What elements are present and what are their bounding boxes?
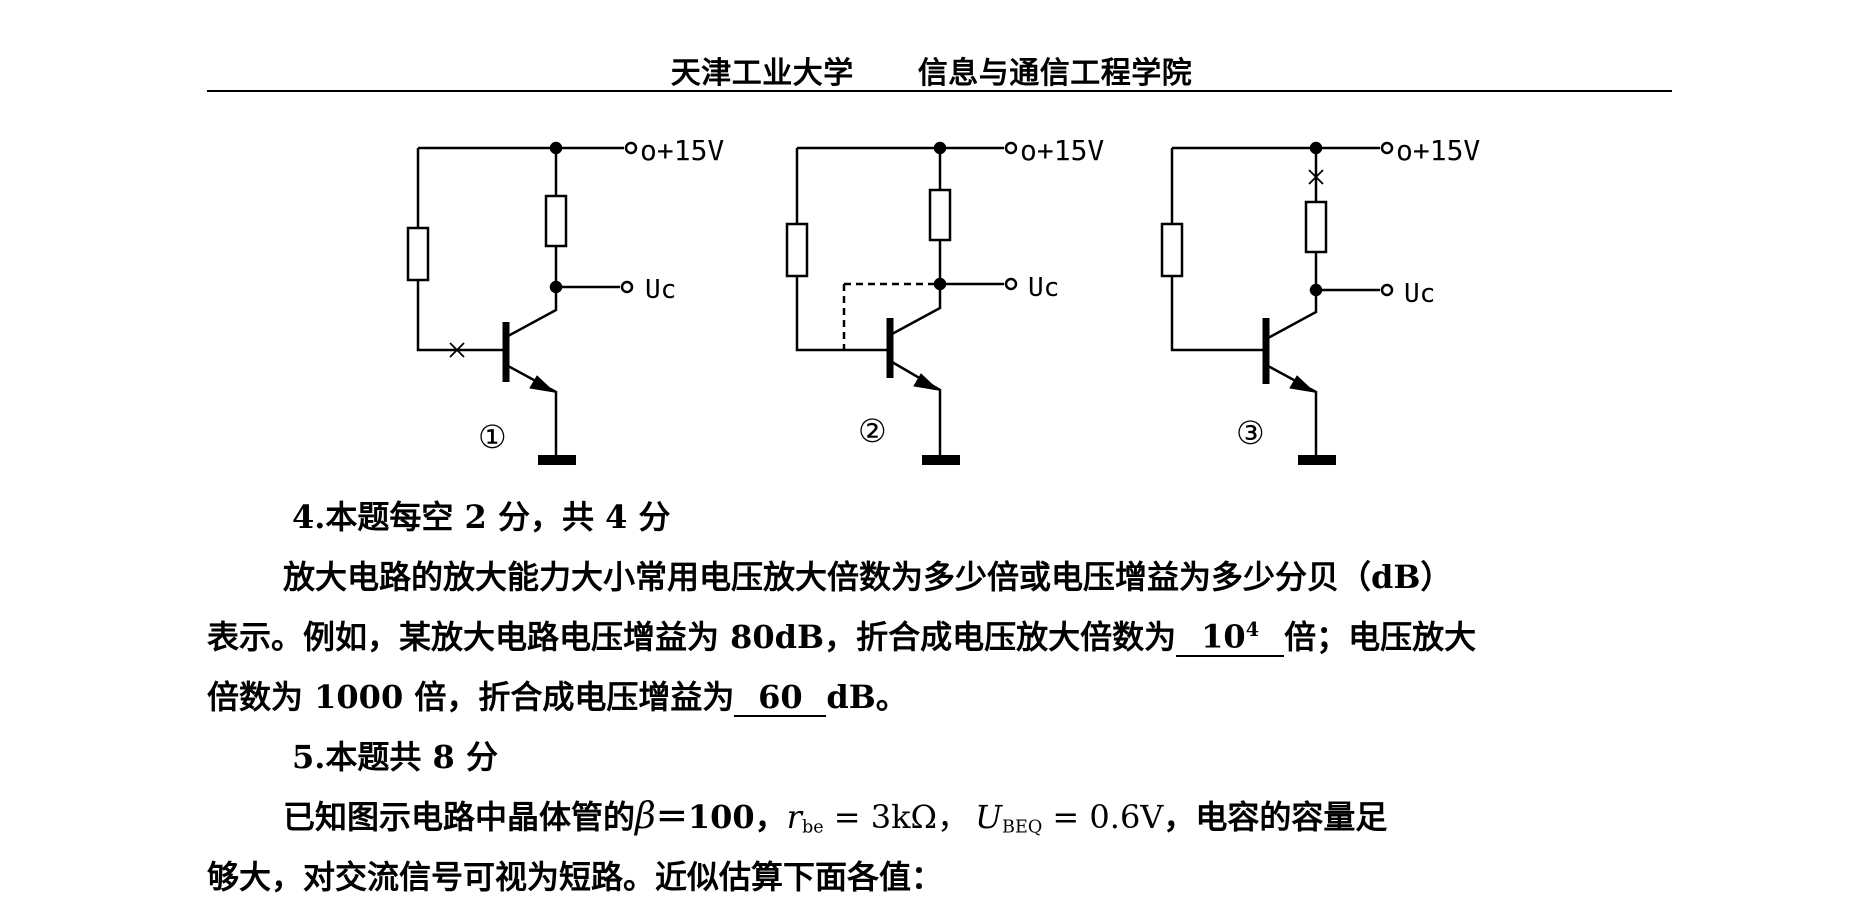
open-mark-icon: [449, 342, 465, 358]
rbe-subscript: be: [801, 817, 824, 838]
circuit-2: o+15V Uc ②: [785, 134, 1104, 465]
q5-heading: 5.本题共 8 分: [292, 738, 498, 776]
q4-heading: 4.本题每空 2 分，共 4 分: [292, 498, 671, 536]
beta-expression: β: [635, 796, 656, 837]
q4-line-3-text-a: 倍数为 1000 倍，折合成电压增益为: [207, 678, 735, 716]
rbe-expression: rbe = 3kΩ，: [786, 798, 970, 838]
rbe-value: = 3kΩ，: [823, 798, 970, 836]
circuit-figures: o+15V Uc ① o+15V Uc: [406, 134, 1480, 465]
ground-icon: [1298, 455, 1336, 465]
ubeq-subscript: BEQ: [1002, 817, 1043, 838]
college-name: 信息与通信工程学院: [917, 56, 1193, 91]
answer-blank-2: 60: [734, 680, 827, 717]
supply-label-1: o+15V: [640, 134, 724, 167]
ubeq-expression: UBEQ = 0.6V: [975, 798, 1164, 838]
output-label-3: Uc: [1404, 279, 1435, 309]
circuit-label-2: ②: [858, 412, 887, 450]
q4-line-3-text-b: dB。: [826, 678, 908, 716]
q4-line-1: 放大电路的放大能力大小常用电压放大倍数为多少倍或电压增益为多少分贝（dB）: [283, 558, 1453, 596]
answer-blank-1: 104: [1176, 618, 1285, 657]
beta-symbol: β: [635, 796, 656, 837]
answer-1-base: 10: [1201, 618, 1246, 656]
output-label-1: Uc: [645, 275, 676, 305]
circuit-1: o+15V Uc ①: [406, 134, 724, 465]
answer-1-exponent: 4: [1245, 618, 1260, 642]
ground-icon: [538, 455, 576, 465]
circuit-label-3: ③: [1236, 414, 1265, 452]
circuit-label-1: ①: [478, 418, 507, 456]
ground-icon: [922, 455, 960, 465]
q5-line-1-text-a: 已知图示电路中晶体管的: [283, 798, 636, 836]
rbe-symbol: r: [786, 798, 802, 836]
q4-line-2-text-a: 表示。例如，某放大电路电压增益为 80dB，折合成电压放大倍数为: [207, 618, 1177, 656]
open-mark-icon: [1308, 169, 1324, 185]
circuit-3: o+15V Uc ③: [1160, 134, 1480, 465]
supply-label-2: o+15V: [1020, 134, 1104, 167]
q5-line-1-text-b: ，电容的容量足: [1163, 798, 1388, 836]
header-rule: [207, 90, 1672, 92]
q4-line-2-text-b: 倍；电压放大: [1284, 618, 1477, 656]
university-name: 天津工业大学: [670, 56, 854, 91]
q5-line-1: 已知图示电路中晶体管的β＝100，rbe = 3kΩ，UBEQ = 0.6V，电…: [283, 792, 1387, 838]
output-label-2: Uc: [1028, 273, 1059, 303]
ubeq-value: = 0.6V: [1042, 798, 1164, 836]
q5-line-2: 够大，对交流信号可视为短路。近似估算下面各值：: [207, 858, 944, 896]
page-header: 天津工业大学 信息与通信工程学院: [0, 48, 1863, 92]
beta-value: ＝100，: [655, 798, 787, 836]
ubeq-symbol: U: [975, 798, 1003, 836]
supply-label-3: o+15V: [1396, 134, 1480, 167]
